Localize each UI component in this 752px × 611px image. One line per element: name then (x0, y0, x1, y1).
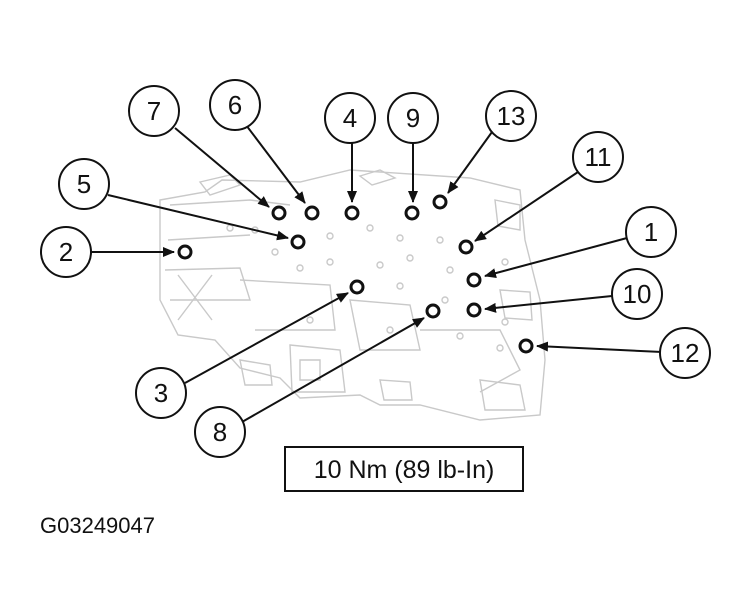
torque-spec-box: 10 Nm (89 lb-In) (284, 446, 524, 492)
callout-5: 5 (58, 158, 110, 210)
bolt-5 (290, 234, 306, 250)
callout-2-label: 2 (59, 237, 73, 267)
callout-4-label: 4 (343, 103, 357, 133)
bolt-markers (177, 194, 534, 354)
callout-11: 11 (572, 131, 624, 183)
callout-12-label: 12 (671, 338, 700, 368)
callout-12: 12 (659, 327, 711, 379)
callout-9: 9 (387, 92, 439, 144)
arrow-13 (447, 131, 493, 194)
bolt-10 (466, 302, 482, 318)
callout-1-label: 1 (644, 217, 658, 247)
callout-3: 3 (135, 367, 187, 419)
bolt-6 (304, 205, 320, 221)
arrow-7 (174, 127, 270, 208)
callout-6: 6 (209, 79, 261, 131)
bolt-3 (349, 279, 365, 295)
leader-arrows (90, 124, 663, 423)
callouts: 7 6 4 9 13 5 11 2 (40, 79, 711, 458)
bolt-13 (432, 194, 448, 210)
callout-4: 4 (324, 92, 376, 144)
bolt-7 (271, 205, 287, 221)
callout-9-label: 9 (406, 103, 420, 133)
bolt-8 (425, 303, 441, 319)
callout-7-label: 7 (147, 96, 161, 126)
arrow-3 (184, 292, 349, 384)
figure-code: G03249047 (40, 513, 155, 538)
callout-5-label: 5 (77, 169, 91, 199)
arrow-10 (484, 295, 613, 313)
arrow-6 (245, 124, 306, 204)
bolt-4 (344, 205, 360, 221)
callout-7: 7 (128, 85, 180, 137)
torque-spec-label: 10 Nm (89 lb-In) (314, 456, 495, 484)
arrow-11 (474, 171, 579, 242)
arrow-8 (241, 317, 425, 423)
callout-1: 1 (625, 206, 677, 258)
callout-13: 13 (485, 90, 537, 142)
arrow-5 (107, 194, 289, 241)
bolt-12 (518, 338, 534, 354)
valve-body-illustration (159, 169, 546, 421)
callout-11-label: 11 (585, 142, 612, 172)
bolt-9 (404, 205, 420, 221)
bolt-2 (177, 244, 193, 260)
callout-13-label: 13 (497, 101, 526, 131)
callout-3-label: 3 (154, 378, 168, 408)
callout-10: 10 (611, 268, 663, 320)
bolt-11 (458, 239, 474, 255)
arrow-12 (536, 341, 663, 353)
callout-6-label: 6 (228, 90, 242, 120)
callout-8-label: 8 (213, 417, 227, 447)
callout-8: 8 (194, 406, 246, 458)
bolt-1 (466, 272, 482, 288)
callout-10-label: 10 (623, 279, 652, 309)
callout-2: 2 (40, 226, 92, 278)
arrow-1 (484, 237, 628, 278)
